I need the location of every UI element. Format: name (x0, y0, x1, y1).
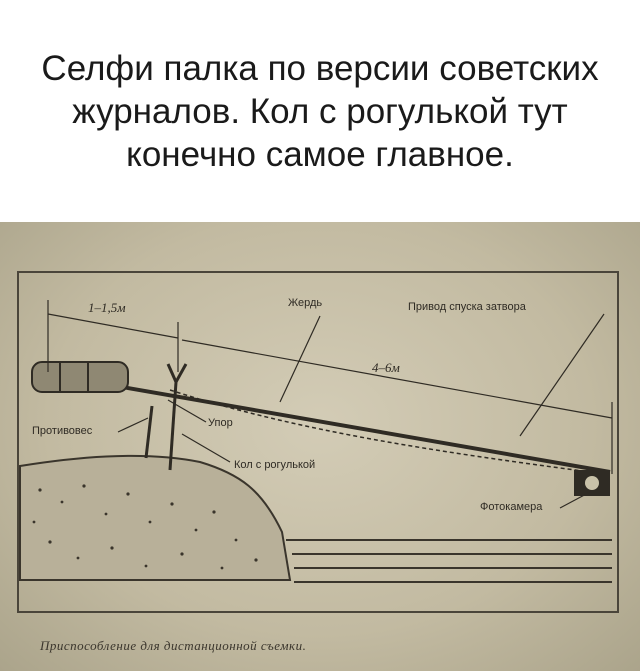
diagram-caption: Приспособление для дистанционной съемки. (39, 638, 306, 653)
shutter-cable (169, 389, 591, 473)
stop-stake (144, 405, 154, 459)
camera-shape (574, 470, 610, 496)
leader-lines (117, 313, 605, 509)
hill-texture (32, 484, 258, 570)
caption-text: Селфи палка по версии советских журналов… (41, 48, 599, 174)
label-counterweight: Противовес (32, 425, 93, 437)
hill (19, 454, 292, 581)
pole (35, 370, 611, 474)
label-shutter-drive: Привод спуска затвора (408, 301, 527, 313)
label-pole-length: 1–1,5м (88, 300, 126, 315)
label-camera: Фотокамера (480, 501, 543, 513)
diagram-illustration: 1–1,5м Жердь Привод спуска затвора 4–6м … (17, 271, 619, 653)
diagram-frame (17, 271, 619, 613)
water-lines (286, 539, 612, 583)
diagram-photo: 1–1,5м Жердь Привод спуска затвора 4–6м … (0, 222, 640, 671)
counterweight-shape (31, 361, 129, 393)
post-caption: Селфи палка по версии советских журналов… (0, 0, 640, 222)
label-stop: Упор (208, 417, 233, 429)
label-cable-length: 4–6м (372, 360, 400, 375)
label-pole: Жердь (288, 297, 322, 309)
dimension-lines (47, 300, 613, 474)
label-forked-stake: Кол с рогулькой (234, 459, 315, 471)
forked-stake (166, 363, 188, 471)
